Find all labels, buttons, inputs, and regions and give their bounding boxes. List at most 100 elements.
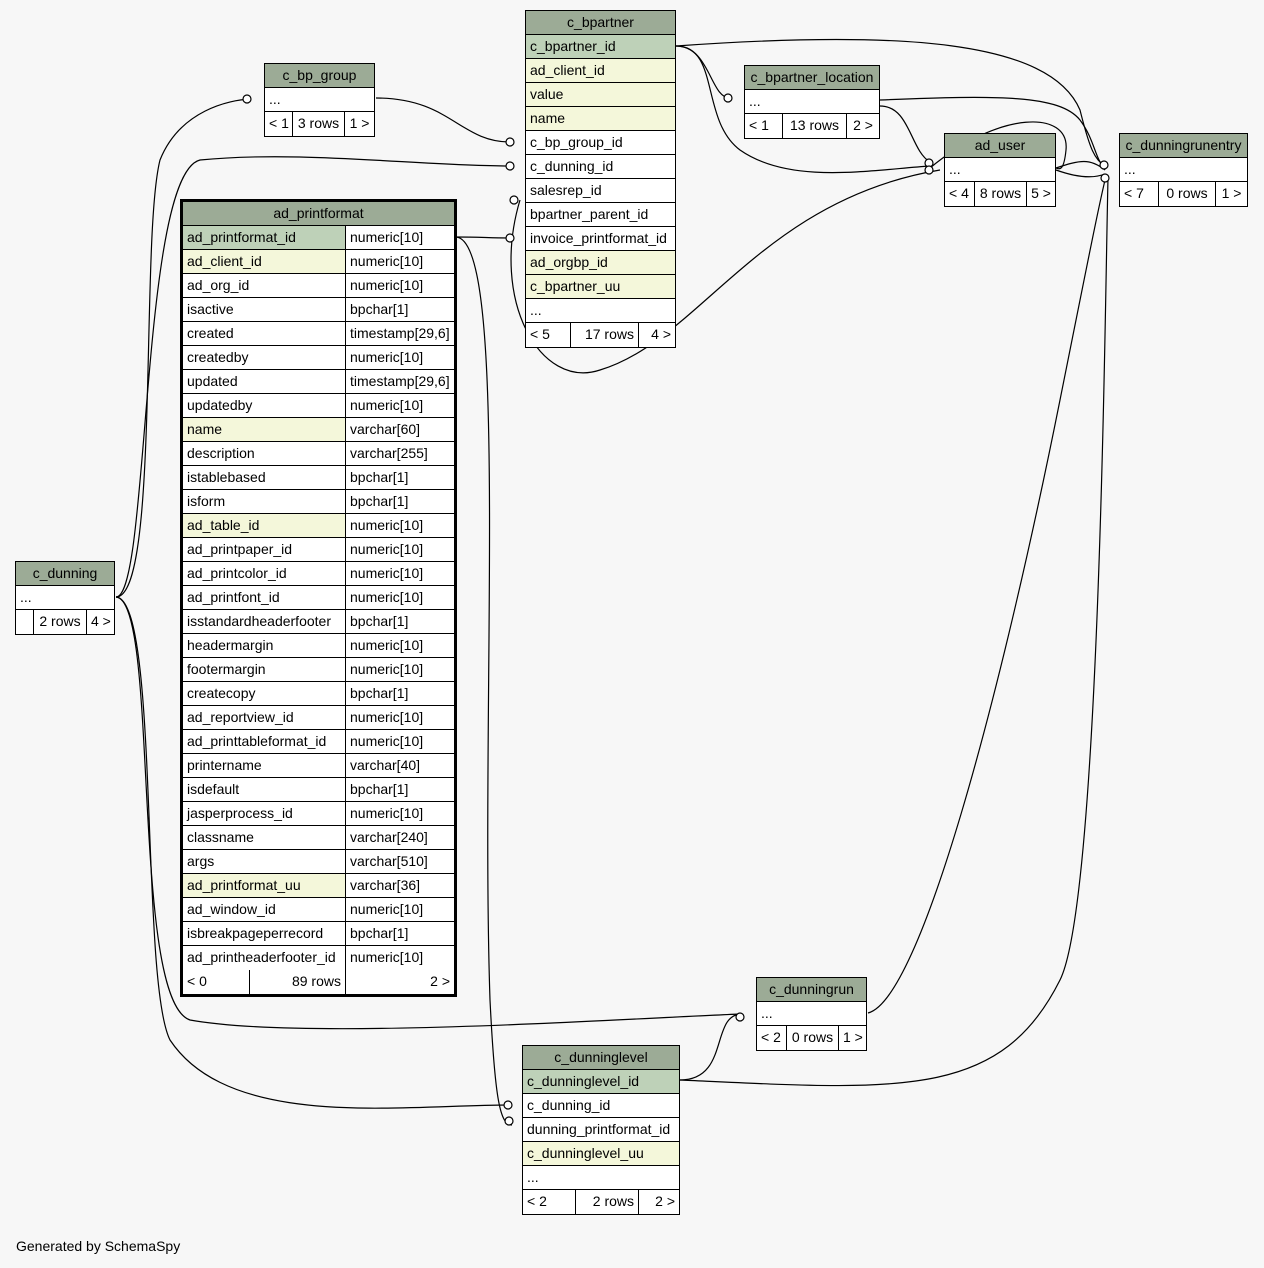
row-count: 13 rows	[782, 114, 846, 138]
column-name: isform	[187, 493, 226, 509]
column-type: numeric[10]	[345, 946, 454, 970]
column-name: jasperprocess_id	[187, 805, 293, 821]
column-type: numeric[10]	[345, 394, 454, 417]
column-type: numeric[10]	[345, 346, 454, 369]
column-name: ad_org_id	[187, 277, 250, 293]
column-name: headermargin	[187, 637, 274, 653]
parents-link[interactable]: < 2	[761, 1029, 781, 1045]
column-type: numeric[10]	[345, 562, 454, 585]
column-type: bpchar[1]	[345, 490, 454, 513]
column-name: ad_printpaper_id	[187, 541, 293, 557]
table-c_bp_group[interactable]: c_bp_group ... < 1 3 rows 1 >	[264, 63, 375, 137]
column-type: bpchar[1]	[345, 778, 454, 801]
column-ad_client_id: ad_client_id	[530, 62, 605, 78]
table-header[interactable]: ad_printformat	[183, 202, 454, 226]
table-header[interactable]: c_bpartner	[526, 11, 675, 35]
column-salesrep_id: salesrep_id	[530, 182, 602, 198]
table-header[interactable]: c_bp_group	[265, 64, 374, 88]
table-header[interactable]: c_dunninglevel	[523, 1046, 679, 1070]
table-header[interactable]: c_dunning	[16, 562, 114, 586]
column-type: bpchar[1]	[345, 610, 454, 633]
parents-link[interactable]: < 2	[527, 1193, 547, 1209]
parents-link[interactable]: < 1	[749, 117, 769, 133]
children-link[interactable]: 4 >	[86, 610, 114, 634]
column-invoice_printformat_id: invoice_printformat_id	[530, 230, 667, 246]
table-c_bpartner[interactable]: c_bpartner c_bpartner_id ad_client_id va…	[525, 10, 676, 348]
column-name: istablebased	[187, 469, 266, 485]
column-c_dunning_id: c_dunning_id	[530, 158, 614, 174]
table-row: isbreakpageperrecord bpchar[1]	[183, 922, 454, 946]
table-header[interactable]: c_dunningrunentry	[1120, 134, 1247, 158]
table-row: ad_printcolor_id numeric[10]	[183, 562, 454, 586]
column-more: ...	[761, 1005, 773, 1021]
column-type: timestamp[29,6]	[345, 370, 454, 393]
column-more: ...	[20, 589, 32, 605]
column-name: isbreakpageperrecord	[187, 925, 324, 941]
table-c_dunning[interactable]: c_dunning ... 2 rows 4 >	[15, 561, 115, 635]
column-type: numeric[10]	[345, 250, 454, 273]
column-name: ad_table_id	[183, 514, 345, 537]
column-type: bpchar[1]	[345, 298, 454, 321]
column-type: numeric[10]	[345, 802, 454, 825]
column-name: printername	[187, 757, 262, 773]
row-count: 3 rows	[292, 112, 344, 136]
children-link[interactable]: 5 >	[1026, 182, 1055, 206]
children-link[interactable]: 2 >	[345, 970, 454, 994]
column-name: ad_printcolor_id	[187, 565, 287, 581]
children-link[interactable]: 2 >	[846, 114, 879, 138]
parents-link[interactable]: < 4	[949, 185, 969, 201]
column-name: ad_window_id	[187, 901, 276, 917]
table-c_dunningrun[interactable]: c_dunningrun ... < 2 0 rows 1 >	[756, 977, 867, 1051]
parents-link[interactable]: < 1	[269, 115, 289, 131]
children-link[interactable]: 1 >	[344, 112, 374, 136]
column-dunning_printformat_id: dunning_printformat_id	[527, 1121, 671, 1137]
column-type: numeric[10]	[345, 514, 454, 537]
row-count: 89 rows	[249, 970, 345, 994]
column-type: numeric[10]	[345, 586, 454, 609]
table-c_dunninglevel[interactable]: c_dunninglevel c_dunninglevel_id c_dunni…	[522, 1045, 680, 1215]
parents-link[interactable]: < 0	[187, 973, 207, 989]
column-bpartner_parent_id: bpartner_parent_id	[530, 206, 649, 222]
parents-link[interactable]: < 7	[1124, 185, 1144, 201]
table-header[interactable]: ad_user	[945, 134, 1055, 158]
column-name: args	[187, 853, 215, 869]
children-link[interactable]: 1 >	[838, 1026, 866, 1050]
table-ad_user[interactable]: ad_user ... < 4 8 rows 5 >	[944, 133, 1056, 207]
column-name: createdby	[187, 349, 249, 365]
column-type: varchar[255]	[345, 442, 454, 465]
children-link[interactable]: 1 >	[1215, 182, 1247, 206]
column-type: numeric[10]	[345, 706, 454, 729]
table-header[interactable]: c_bpartner_location	[745, 66, 879, 90]
table-header[interactable]: c_dunningrun	[757, 978, 866, 1002]
parents-link[interactable]	[16, 610, 33, 634]
table-c_bpartner_location[interactable]: c_bpartner_location ... < 1 13 rows 2 >	[744, 65, 880, 139]
column-name: isactive	[187, 301, 234, 317]
column-name: description	[187, 445, 255, 461]
table-c_dunningrunentry[interactable]: c_dunningrunentry ... < 7 0 rows 1 >	[1119, 133, 1248, 207]
column-name: ad_printheaderfooter_id	[187, 949, 336, 965]
column-type: bpchar[1]	[345, 682, 454, 705]
row-count: 2 rows	[33, 610, 86, 634]
table-row: description varchar[255]	[183, 442, 454, 466]
children-link[interactable]: 2 >	[638, 1190, 679, 1214]
parents-link[interactable]: < 5	[530, 326, 550, 342]
children-link[interactable]: 4 >	[638, 323, 675, 347]
table-row: jasperprocess_id numeric[10]	[183, 802, 454, 826]
column-name: ad_printformat_id	[183, 226, 345, 249]
column-type: timestamp[29,6]	[345, 322, 454, 345]
column-type: bpchar[1]	[345, 922, 454, 945]
